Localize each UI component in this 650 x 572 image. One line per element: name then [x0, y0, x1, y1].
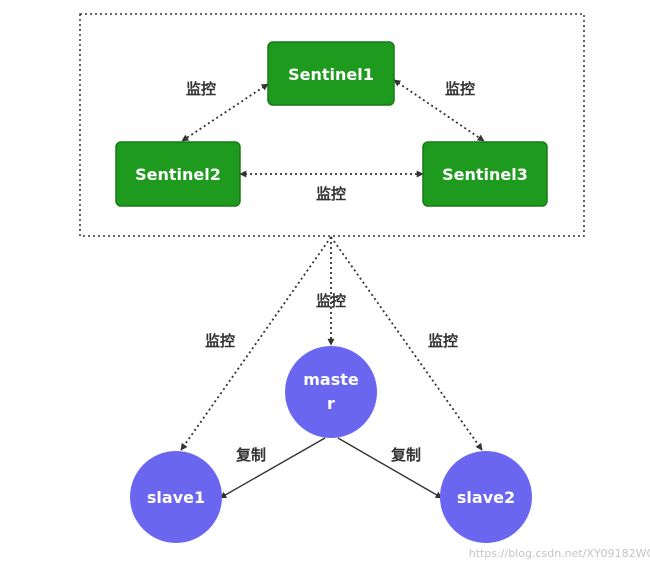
sentinel3-label: Sentinel3 [442, 165, 528, 184]
slave1-label: slave1 [147, 488, 205, 507]
master-node: maste r [285, 346, 377, 438]
sentinel3-node: Sentinel3 [422, 141, 548, 207]
slave2-node: slave2 [440, 451, 532, 543]
monitor-label-s1-s2: 监控 [186, 80, 216, 98]
monitor-line-slave1 [180, 236, 332, 451]
monitor-label-slave1: 监控 [205, 332, 235, 350]
slave2-label: slave2 [457, 488, 515, 507]
watermark-text: https://blog.csdn.net/XY09182WQ [469, 547, 650, 560]
sentinel1-label: Sentinel1 [288, 65, 374, 84]
monitor-label-master: 监控 [316, 292, 346, 310]
monitor-label-s2-s3: 监控 [316, 185, 346, 203]
replicate-label-slave2: 复制 [390, 446, 421, 464]
sentinel1-node: Sentinel1 [267, 41, 395, 106]
sentinel2-box [115, 141, 241, 207]
master-label-line1: maste [303, 370, 359, 389]
monitor-line-slave2 [330, 236, 483, 451]
monitor-line-s1-s2 [181, 83, 269, 142]
replicate-line-slave2 [337, 437, 443, 499]
replicate-line-slave1 [219, 437, 326, 499]
replicate-label-slave1: 复制 [235, 446, 266, 464]
sentinel2-label: Sentinel2 [135, 165, 221, 184]
monitor-label-slave2: 监控 [428, 332, 458, 350]
sentinel-group-border [79, 13, 585, 237]
slave2-circle [440, 451, 532, 543]
master-label-line2: r [327, 394, 335, 413]
slave1-circle [130, 451, 222, 543]
monitor-line-s1-s3 [393, 79, 485, 142]
master-circle [285, 346, 377, 438]
monitor-label-s1-s3: 监控 [445, 80, 475, 98]
slave1-node: slave1 [130, 451, 222, 543]
sentinel1-box [267, 41, 395, 106]
sentinel3-box [422, 141, 548, 207]
sentinel2-node: Sentinel2 [115, 141, 241, 207]
